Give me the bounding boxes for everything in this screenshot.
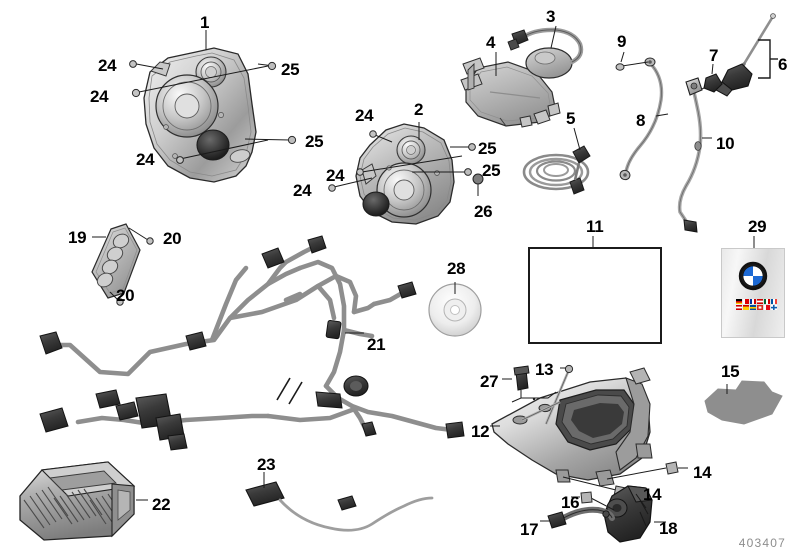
part-2-engine-timing-cover-right xyxy=(355,123,455,225)
part-4-mounting-bracket-plate xyxy=(460,57,561,128)
callout-24: 24 xyxy=(293,181,312,200)
callout-15: 15 xyxy=(721,362,740,381)
screwheads-part-1 xyxy=(129,60,297,164)
callout-26: 26 xyxy=(474,202,493,221)
callout-10: 10 xyxy=(716,134,735,153)
part-22-finned-control-unit xyxy=(19,461,136,541)
screw-20-a xyxy=(146,237,154,245)
part-3-antenna-amplifier-lead xyxy=(507,27,584,79)
callout-25: 25 xyxy=(305,132,324,151)
callout-23: 23 xyxy=(257,455,276,474)
callout-4: 4 xyxy=(486,33,496,52)
callout-9: 9 xyxy=(617,32,627,51)
leader-part-3 xyxy=(550,25,557,49)
callout-1: 1 xyxy=(200,13,210,32)
callout-25: 25 xyxy=(482,161,501,180)
part-15-insulation-mat xyxy=(704,380,783,425)
leaders-13-27 xyxy=(502,367,566,380)
part-23-sensor-lead xyxy=(245,481,434,532)
part-9-terminal-eyelet xyxy=(615,61,649,71)
part-16-actuator-screw xyxy=(571,491,615,511)
callout-3: 3 xyxy=(546,7,556,26)
leaders-part-1 xyxy=(130,30,291,160)
leader-part-7 xyxy=(711,63,714,75)
part-18-servo-actuator-motor xyxy=(603,485,653,543)
leader-part-5 xyxy=(573,127,581,151)
callout-2: 2 xyxy=(414,100,424,119)
part-11-frame xyxy=(528,247,662,344)
callout-12: 12 xyxy=(471,422,490,441)
callout-28: 28 xyxy=(447,259,466,278)
part-10-antenna-coax-cable xyxy=(677,77,703,233)
callout-13: 13 xyxy=(535,360,554,379)
diagram-id: 403407 xyxy=(738,536,786,550)
callout-27: 27 xyxy=(480,372,499,391)
leader-part-9 xyxy=(620,51,625,63)
callout-14: 14 xyxy=(693,463,712,482)
callout-5: 5 xyxy=(566,109,576,128)
callout-24: 24 xyxy=(136,150,155,169)
part-5-coiled-cable xyxy=(522,145,591,195)
part-19-relay-fuse-block xyxy=(91,223,141,299)
callout-24: 24 xyxy=(90,87,109,106)
part-17-actuator-link-rod xyxy=(547,506,615,529)
callout-11: 11 xyxy=(586,217,604,236)
part-21-main-wiring-harness xyxy=(47,243,455,433)
callout-17: 17 xyxy=(520,520,539,539)
callout-24: 24 xyxy=(355,106,374,125)
callout-25: 25 xyxy=(281,60,300,79)
part-12-center-console-trim xyxy=(491,367,653,487)
screw-20-b xyxy=(116,298,124,306)
callout-22: 22 xyxy=(152,495,171,514)
callout-25: 25 xyxy=(478,139,497,158)
part-29-manual xyxy=(721,248,785,338)
callout-16: 16 xyxy=(561,493,580,512)
callout-29: 29 xyxy=(748,217,767,236)
callout-24: 24 xyxy=(326,166,345,185)
callout-14: 14 xyxy=(643,485,662,504)
leaders-part-19 xyxy=(92,227,149,301)
callout-24: 24 xyxy=(98,56,117,75)
callout-19: 19 xyxy=(68,228,87,247)
callout-6: 6 xyxy=(778,55,788,74)
callout-21: 21 xyxy=(367,335,386,354)
callout-8: 8 xyxy=(636,111,646,130)
part-1-engine-timing-cover-left xyxy=(143,47,257,183)
part-27-rubber-grommet xyxy=(511,365,557,403)
bmw-roundel-icon xyxy=(738,261,768,291)
harness-connectors xyxy=(39,235,465,451)
callout-20: 20 xyxy=(163,229,182,248)
callout-7: 7 xyxy=(709,46,719,65)
callout-18: 18 xyxy=(659,519,678,538)
manual-artwork xyxy=(736,261,777,310)
screwheads-part-2 xyxy=(328,130,484,192)
part-6-antenna-rod-assembly xyxy=(715,13,776,97)
part-13-console-screw xyxy=(521,364,574,425)
flag-grid xyxy=(736,299,777,310)
leader-part-8 xyxy=(655,113,669,117)
brace-part-6 xyxy=(758,39,778,79)
part-28-software-disc xyxy=(428,283,482,337)
callout-20: 20 xyxy=(116,286,135,305)
